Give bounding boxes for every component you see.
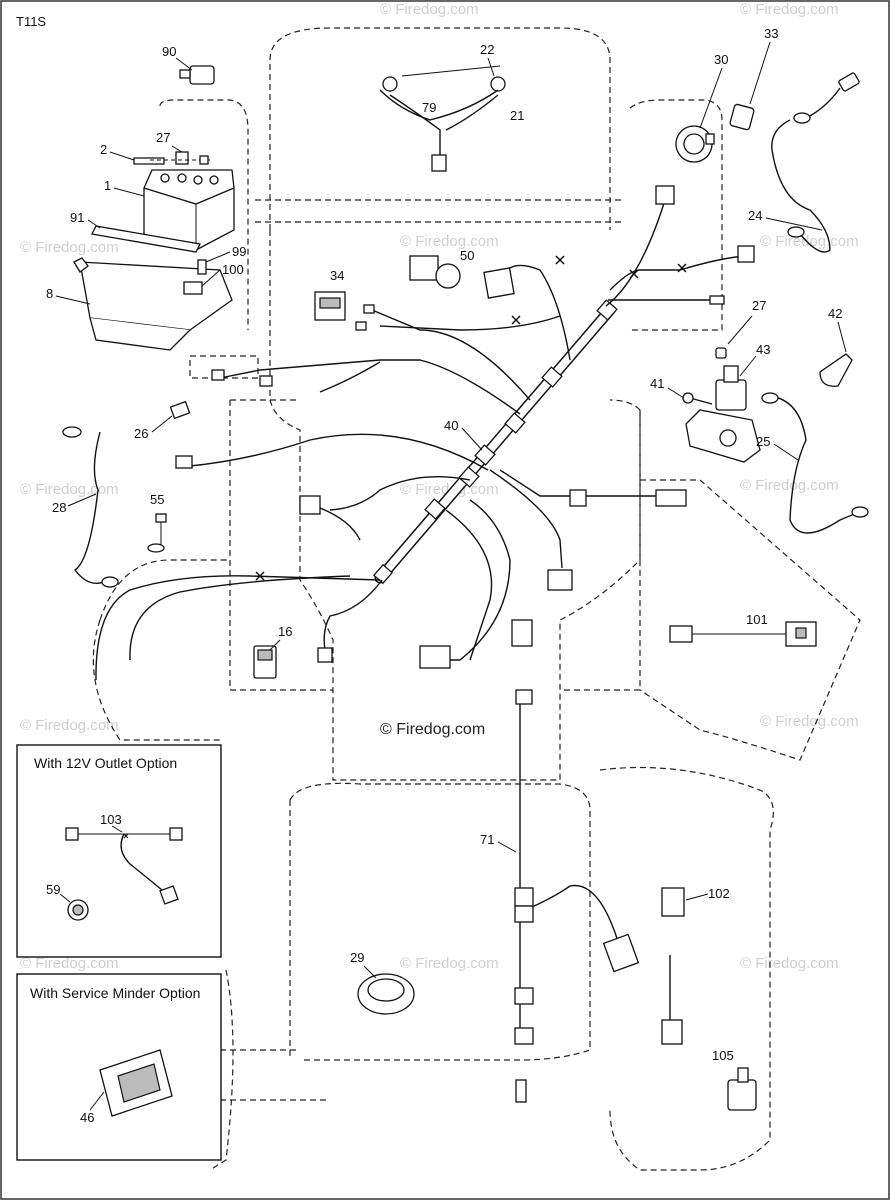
callout-27-top: 27 [156,130,170,145]
callout-55: 55 [150,492,164,507]
main-harness [372,299,618,585]
part-90-relay [179,65,215,85]
inset-outlet-title: With 12V Outlet Option [34,755,177,771]
part-43-solenoid [682,347,761,463]
break-marks [255,255,687,581]
callout-22: 22 [480,42,494,57]
watermark: © Firedog.com [740,477,839,494]
callout-99: 99 [232,244,246,259]
part-42-boot [819,353,853,387]
callout-34: 34 [330,268,344,283]
watermark: © Firedog.com [760,713,859,730]
watermark: © Firedog.com [740,955,839,972]
callout-91: 91 [70,210,84,225]
watermark: © Firedog.com [20,481,119,498]
callout-50: 50 [460,248,474,263]
callout-41: 41 [650,376,664,391]
callout-100: 100 [222,262,244,277]
part-28-ground-cable [62,426,119,588]
watermark: © Firedog.com [380,1,479,18]
callout-16: 16 [278,624,292,639]
callout-26: 26 [134,426,148,441]
callout-24: 24 [748,208,762,223]
callout-25: 25 [756,434,770,449]
part-24-cable [771,72,860,253]
callout-30: 30 [714,52,728,67]
callout-90: 90 [162,44,176,59]
center-watermark: © Firedog.com [380,721,485,738]
part-25-cable [761,392,869,534]
callout-28: 28 [52,500,66,515]
connectors [175,185,755,1103]
callout-27-right: 27 [752,298,766,313]
watermark: © Firedog.com [400,233,499,250]
callout-43: 43 [756,342,770,357]
part-16-connector [253,645,277,679]
part-29-grommet [357,973,415,1015]
page-code: T11S [16,14,46,29]
machine-outline [92,27,861,1171]
callout-1: 1 [104,178,111,193]
part-34-switch [314,291,375,331]
headlight-harness [379,65,506,172]
callout-79: 79 [422,100,436,115]
callout-labels: 90 22 79 21 30 33 27 2 1 91 99 100 8 50 … [46,26,847,1063]
callout-40: 40 [444,418,458,433]
watermark: © Firedog.com [760,233,859,250]
part-30-ignition-switch [675,125,715,163]
watermark: © Firedog.com [20,239,119,256]
callout-102: 102 [708,886,730,901]
inset-service-minder: With Service Minder Option 46 [16,973,222,1161]
callout-29: 29 [350,950,364,965]
callout-2: 2 [100,142,107,157]
watermark: © Firedog.com [20,717,119,734]
part-33-key [729,103,755,131]
part-101-harness [669,621,817,647]
callout-21: 21 [510,108,524,123]
callout-46: 46 [80,1110,94,1125]
callout-71: 71 [480,832,494,847]
part-26-fuse [169,400,191,420]
watermarks: © Firedog.com © Firedog.com © Firedog.co… [20,1,859,972]
watermark: © Firedog.com [20,955,119,972]
part-55-bolt [147,513,167,553]
callout-105: 105 [712,1048,734,1063]
callout-8: 8 [46,286,53,301]
battery-assembly [73,151,235,351]
part-105-switch [727,1067,757,1111]
harness-branches [73,199,746,1040]
callout-33: 33 [764,26,778,41]
callout-59: 59 [46,882,60,897]
callout-42: 42 [828,306,842,321]
watermark: © Firedog.com [400,955,499,972]
watermark: © Firedog.com [740,1,839,18]
callout-101: 101 [746,612,768,627]
inset-12v-outlet: With 12V Outlet Option 103 59 [16,744,222,958]
part-50-switch [409,255,515,299]
inset-service-minder-title: With Service Minder Option [30,985,200,1001]
callout-103: 103 [100,812,122,827]
